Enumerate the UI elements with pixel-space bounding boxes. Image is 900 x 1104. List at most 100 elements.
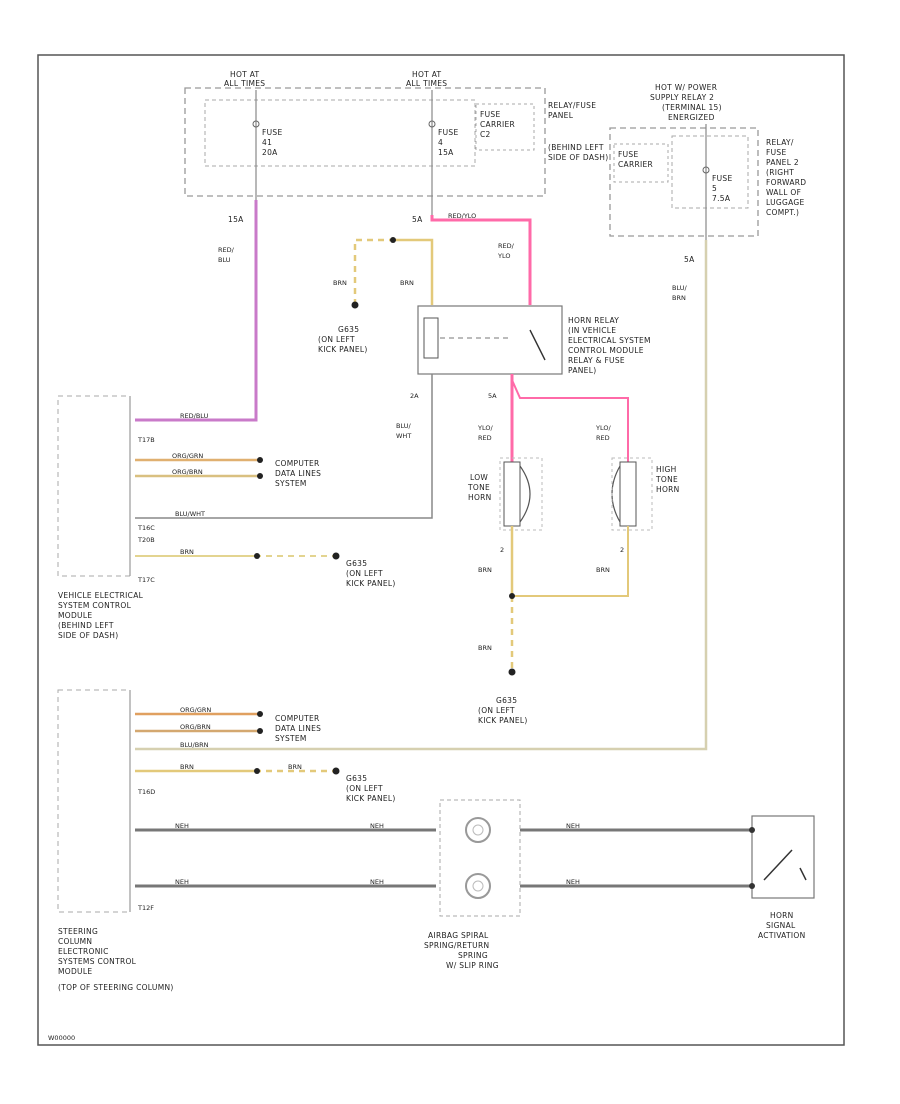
wire-brn-ground-dashed bbox=[353, 238, 395, 305]
wire-label-brn-b: BRN bbox=[400, 279, 414, 287]
fuse3-num: 5 bbox=[712, 184, 717, 193]
fuse1-symbol bbox=[252, 120, 260, 128]
high-horn-box bbox=[611, 457, 653, 531]
carrier-right-line2: CARRIER bbox=[618, 160, 653, 169]
g-low-line3: KICK PANEL) bbox=[346, 794, 396, 803]
fuse3-symbol bbox=[702, 166, 710, 174]
diagram-border bbox=[37, 54, 845, 1046]
ground-g635-low bbox=[332, 767, 340, 775]
wire-label-brn-h2: BRN bbox=[180, 763, 194, 771]
steering-line6: (TOP OF STEERING COLUMN) bbox=[58, 983, 174, 992]
high-horn-line3: HORN bbox=[656, 485, 680, 494]
high-horn-body bbox=[619, 461, 637, 527]
wire-label-blu-brn-2: BRN bbox=[672, 294, 686, 302]
horn-relay-contact bbox=[529, 329, 546, 361]
horn-relay-line3: ELECTRICAL SYSTEM bbox=[568, 336, 651, 345]
data-lines-2-line3: SYSTEM bbox=[275, 734, 307, 743]
low-horn-box bbox=[499, 457, 543, 531]
wire-brn-high-horn bbox=[512, 526, 629, 597]
wire-red-blu-vesc bbox=[135, 200, 258, 422]
vesc-module-box bbox=[57, 395, 131, 577]
slip-ring-2-inner bbox=[472, 880, 484, 892]
right-panel-line2: FUSE bbox=[766, 148, 787, 157]
pin-t12f: T12F bbox=[137, 904, 154, 912]
data-lines-1-line3: SYSTEM bbox=[275, 479, 307, 488]
fuse1-label: FUSE bbox=[262, 128, 283, 137]
wire-label-red-blu-h: RED/BLU bbox=[180, 412, 209, 420]
airbag-line2: SPRING/RETURN bbox=[424, 941, 489, 950]
hot-right-line3: (TERMINAL 15) bbox=[662, 103, 722, 112]
g-low-line2: (ON LEFT bbox=[346, 784, 383, 793]
fuse-carrier-box bbox=[204, 99, 476, 167]
g-horn-line2: (ON LEFT bbox=[478, 706, 515, 715]
g-mid-line2: (ON LEFT bbox=[346, 569, 383, 578]
low-horn-line2: TONE bbox=[467, 483, 490, 492]
wire-label-neh-5: NEH bbox=[566, 822, 580, 830]
pin-5a-right: 5A bbox=[684, 255, 695, 264]
right-panel-line3: PANEL 2 bbox=[766, 158, 799, 167]
wire-blu-brn-steering bbox=[135, 240, 708, 751]
carrier-right-line1: FUSE bbox=[618, 150, 639, 159]
wire-label-org-grn: ORG/GRN bbox=[172, 452, 203, 460]
steering-line4: SYSTEMS CONTROL bbox=[58, 957, 137, 966]
splice-top bbox=[390, 237, 396, 243]
pin-15a: 15A bbox=[228, 215, 244, 224]
wire-label-neh-6: NEH bbox=[566, 878, 580, 886]
right-panel-line1: RELAY/ bbox=[766, 138, 794, 147]
right-panel-line7: LUGGAGE bbox=[766, 198, 805, 207]
wire-label-blu-wht-1: BLU/ bbox=[396, 422, 412, 430]
wire-label-brn-high: BRN bbox=[596, 566, 610, 574]
pin-t17b: T17B bbox=[137, 436, 155, 444]
slip-ring-2 bbox=[465, 873, 491, 899]
wire-label-org-grn-2: ORG/GRN bbox=[180, 706, 211, 714]
fuse2-label: FUSE bbox=[438, 128, 459, 137]
wire-ylo-red-high bbox=[511, 379, 629, 462]
wire-red-ylo-relay bbox=[430, 215, 532, 305]
wire-label-brn-a: BRN bbox=[333, 279, 347, 287]
g-low-line1: G635 bbox=[346, 774, 367, 783]
low-horn-line1: LOW bbox=[470, 473, 488, 482]
wire-label-ylo-red-1b: RED bbox=[478, 434, 492, 442]
wire-label-red-blu-1: RED/ bbox=[218, 246, 235, 254]
wire-label-blu-wht-2: WHT bbox=[396, 432, 411, 440]
steering-line3: ELECTRONIC bbox=[58, 947, 109, 956]
horn-relay-line1: HORN RELAY bbox=[568, 316, 619, 325]
wire-label-red-blu-2: BLU bbox=[218, 256, 231, 264]
high-horn-line1: HIGH bbox=[656, 465, 677, 474]
splice-steering bbox=[254, 768, 260, 774]
horn-switch-terminal-1 bbox=[749, 827, 755, 833]
airbag-line1: AIRBAG SPIRAL bbox=[428, 931, 489, 940]
horn-switch-line2: SIGNAL bbox=[766, 921, 796, 930]
g-top-line2: (ON LEFT bbox=[318, 335, 355, 344]
steering-line1: STEERING bbox=[58, 927, 98, 936]
steering-line5: MODULE bbox=[58, 967, 92, 976]
horn-switch-line3: ACTIVATION bbox=[758, 931, 806, 940]
wire-label-neh-3: NEH bbox=[370, 822, 384, 830]
carrier-left-line2: CARRIER bbox=[480, 120, 515, 129]
right-panel-line4: (RIGHT bbox=[766, 168, 794, 177]
fuse-carrier-right-box bbox=[671, 135, 749, 209]
pin-2-high: 2 bbox=[620, 546, 624, 554]
carrier-left-line3: C2 bbox=[480, 130, 491, 139]
g-mid-line3: KICK PANEL) bbox=[346, 579, 396, 588]
horn-relay-coil bbox=[423, 317, 439, 359]
hot-right-line4: ENERGIZED bbox=[668, 113, 715, 122]
wire-label-brn-h3: BRN bbox=[288, 763, 302, 771]
g-horn-line3: KICK PANEL) bbox=[478, 716, 528, 725]
pin-5a: 5A bbox=[412, 215, 423, 224]
pin-2-low: 2 bbox=[500, 546, 504, 554]
slip-ring-1 bbox=[465, 817, 491, 843]
fuse2-amp: 15A bbox=[438, 148, 454, 157]
fuse1-num: 41 bbox=[262, 138, 272, 147]
hot-mid-line1: HOT AT bbox=[412, 70, 442, 79]
fuse2-symbol bbox=[428, 120, 436, 128]
wire-label-red-ylo-h: RED/YLO bbox=[448, 212, 476, 220]
hot-left-line1: HOT AT bbox=[230, 70, 260, 79]
high-horn-bell bbox=[611, 465, 621, 523]
horn-switch-terminal-2 bbox=[749, 883, 755, 889]
fuse3-label: FUSE bbox=[712, 174, 733, 183]
data-lines-2-line2: DATA LINES bbox=[275, 724, 321, 733]
horn-switch-stop bbox=[799, 867, 807, 881]
